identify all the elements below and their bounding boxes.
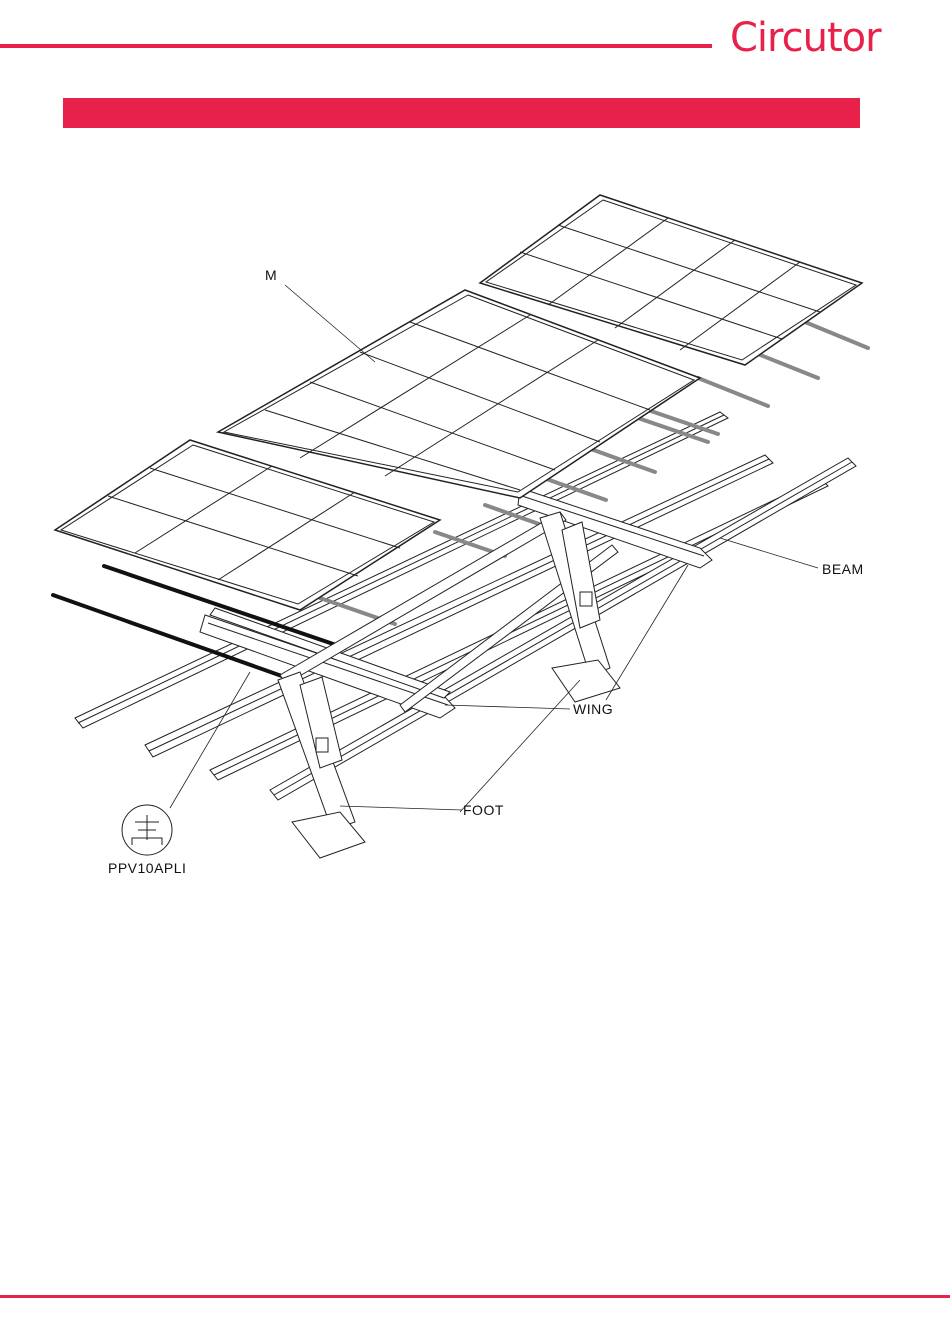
label-foot: FOOT (463, 802, 504, 818)
label-kit-code: PPV10APLI (108, 860, 186, 876)
label-wing: WING (573, 701, 613, 717)
label-beam: BEAM (822, 561, 864, 577)
kit-symbol-icon (122, 805, 172, 855)
foot-front (278, 672, 365, 858)
label-m: M (265, 267, 277, 283)
